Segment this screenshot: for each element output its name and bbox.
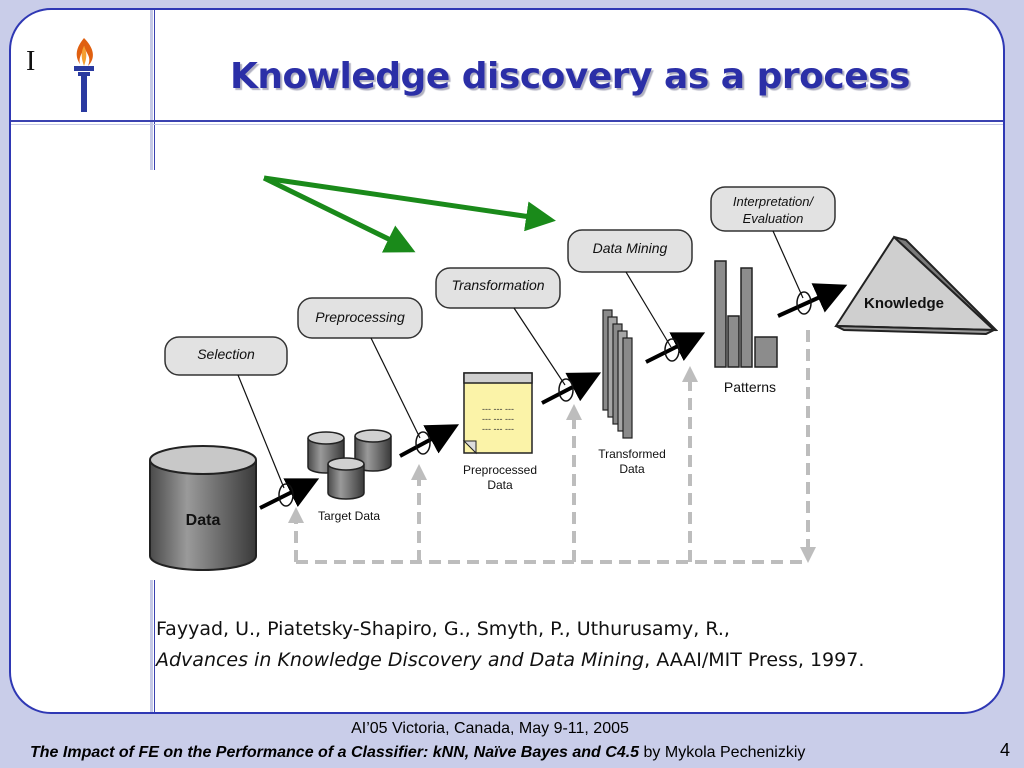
data-label: Data	[186, 512, 221, 529]
knowledge-label: Knowledge	[864, 295, 944, 312]
green-arrow-to-data-mining	[263, 175, 556, 232]
citation: Fayyad, U., Piatetsky-Shapiro, G., Smyth…	[156, 614, 986, 676]
stage-transformation: Transformation	[435, 267, 561, 309]
stage-preprocessing: Preprocessing	[297, 297, 423, 339]
doc-line-3: --- --- ---	[482, 424, 514, 434]
patterns-label: Patterns	[724, 379, 776, 395]
torch-logo-icon	[74, 38, 94, 112]
pipe-rings	[278, 291, 812, 507]
preprocessed-label-1: Preprocessed	[463, 463, 537, 477]
stage-data-mining: Data Mining	[567, 229, 693, 273]
green-arrow-to-transformation	[262, 175, 416, 253]
doc-line-2: --- --- ---	[482, 414, 514, 424]
citation-source: Advances in Knowledge Discovery and Data…	[156, 645, 986, 676]
feedback-loop	[288, 330, 816, 564]
patterns-bars: Patterns	[714, 260, 778, 395]
title-underline-shadow	[11, 124, 1003, 125]
knowledge-pyramid: Knowledge	[834, 235, 998, 336]
stage-selection: Selection	[164, 336, 288, 376]
arrow-patterns-to-knowledge	[777, 283, 848, 318]
preprocessed-label-2: Data	[487, 478, 513, 492]
arrow-transformed-to-patterns	[645, 332, 706, 364]
interpretation-label-2: Evaluation	[743, 211, 804, 226]
footer-byline: by Mykola Pechenizkiy	[639, 744, 806, 761]
preprocessing-label: Preprocessing	[315, 309, 405, 325]
data-cylinder: Data	[149, 445, 257, 571]
kdd-process-diagram: Data Target Data --- --- --- --- --- ---…	[146, 170, 998, 580]
logo-letter: I	[26, 46, 36, 77]
transformed-data-stack: Transformed Data	[598, 309, 666, 476]
preprocessed-document: --- --- --- --- --- --- --- --- --- Prep…	[462, 372, 537, 492]
citation-publisher: , AAAI/MIT Press, 1997.	[644, 649, 865, 671]
footer-venue: AI’05 Victoria, Canada, May 9-11, 2005	[351, 720, 629, 737]
page-number: 4	[1000, 740, 1011, 760]
process-arrows	[259, 283, 848, 510]
highlight-arrows	[262, 175, 556, 253]
target-data-cylinders: Target Data	[307, 429, 392, 523]
citation-authors: Fayyad, U., Piatetsky-Shapiro, G., Smyth…	[156, 618, 730, 640]
doc-line-1: --- --- ---	[482, 404, 514, 414]
arrow-preprocessed-to-transformed	[541, 372, 602, 405]
footer-paper-title: The Impact of FE on the Performance of a…	[30, 744, 640, 761]
arrow-target-to-preprocessed	[399, 424, 460, 458]
title-underline	[11, 120, 1003, 122]
leader-lines	[237, 230, 804, 489]
selection-label: Selection	[197, 346, 255, 362]
page-title: Knowledge discovery as a process	[230, 56, 910, 97]
transformed-label-1: Transformed	[598, 447, 666, 461]
target-data-label: Target Data	[318, 509, 380, 523]
arrow-data-to-target	[259, 478, 320, 510]
citation-book: Advances in Knowledge Discovery and Data…	[156, 649, 645, 671]
transformation-label: Transformation	[451, 277, 544, 293]
footer-paper: The Impact of FE on the Performance of a…	[30, 744, 970, 762]
interpretation-label-1: Interpretation/	[733, 194, 815, 209]
data-mining-label: Data Mining	[593, 240, 668, 256]
stage-interpretation: Interpretation/ Evaluation	[710, 186, 836, 232]
transformed-label-2: Data	[619, 462, 645, 476]
